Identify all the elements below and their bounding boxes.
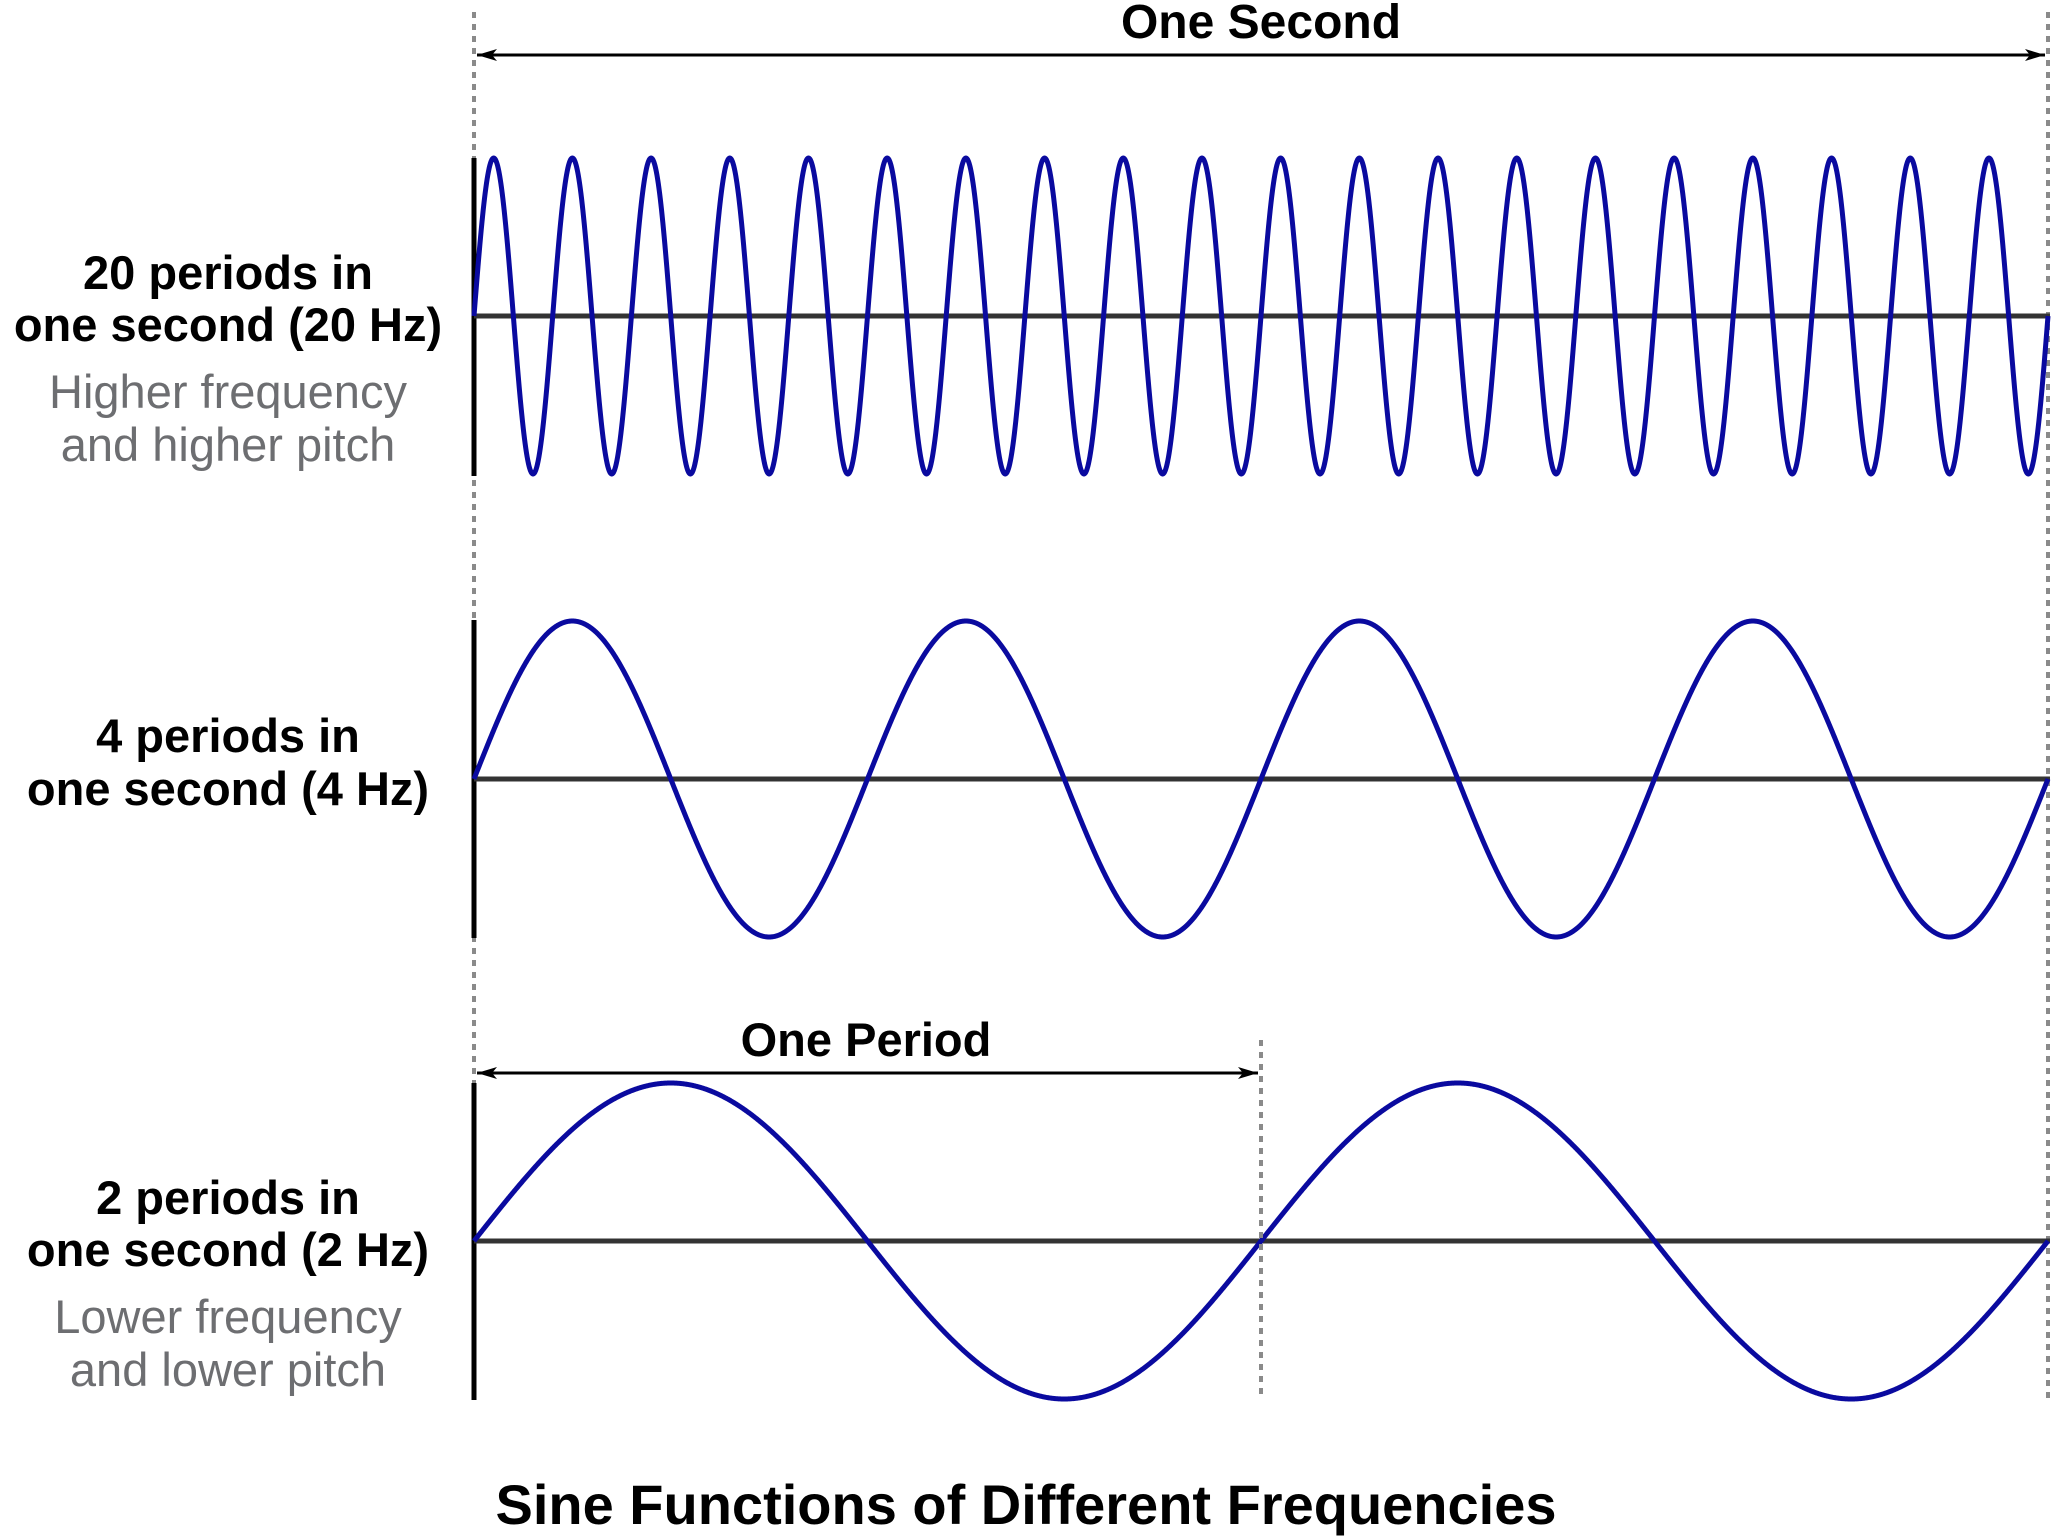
sine-wave-20hz: [471, 155, 2051, 477]
wave-label-line1: 4 periods in: [96, 709, 360, 762]
wave-panel-2hz: 2 periods in one second (2 Hz) Lower fre…: [27, 1080, 2050, 1402]
wave-label-line2: one second (4 Hz): [27, 762, 429, 815]
wave-label-line2: one second (2 Hz): [27, 1223, 429, 1276]
wave-label-line1: 2 periods in: [96, 1171, 360, 1224]
wave-label-line2: one second (20 Hz): [14, 298, 442, 351]
sine-wave-4hz: [471, 618, 2051, 940]
wave-panel-4hz: 4 periods in one second (4 Hz): [27, 618, 2051, 940]
one-second-label: One Second: [1121, 0, 1401, 49]
one-period-label: One Period: [741, 1013, 992, 1066]
wave-label-line1: 20 periods in: [83, 246, 373, 299]
wave-note-line2: and lower pitch: [70, 1343, 386, 1396]
wave-note-line2: and higher pitch: [61, 418, 395, 471]
wave-note-line1: Higher frequency: [49, 365, 407, 418]
sine-wave-2hz: [472, 1080, 2050, 1402]
wave-note-line1: Lower frequency: [54, 1290, 402, 1343]
wave-panel-20hz: 20 periods in one second (20 Hz) Higher …: [14, 155, 2051, 477]
diagram-title: Sine Functions of Different Frequencies: [495, 1473, 1556, 1536]
